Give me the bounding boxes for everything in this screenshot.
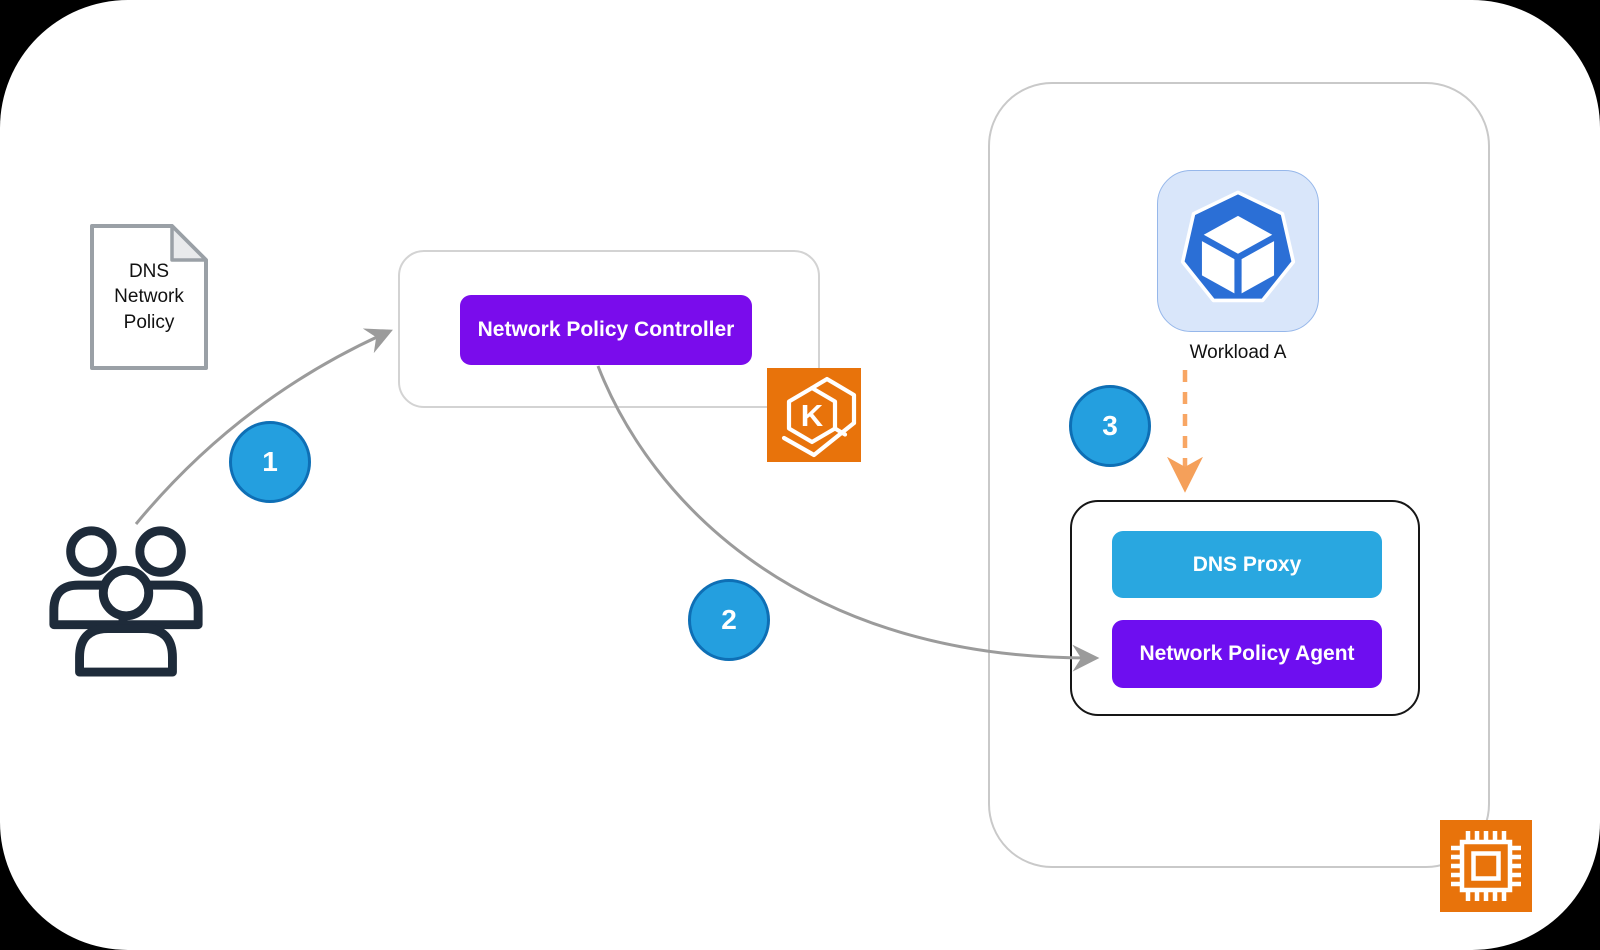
step-badge-1: 1 xyxy=(229,421,311,503)
network-policy-agent-box: Network Policy Agent xyxy=(1112,620,1382,688)
dns-proxy-box: DNS Proxy xyxy=(1112,531,1382,598)
document-label: DNS Network Policy xyxy=(114,260,184,333)
step-3-number: 3 xyxy=(1102,410,1118,441)
users-icon xyxy=(49,526,203,677)
chip-glyph xyxy=(1451,831,1521,901)
network-policy-controller-box: Network Policy Controller xyxy=(460,295,752,365)
step-2-number: 2 xyxy=(721,604,737,635)
workload-label: Workload A xyxy=(1189,342,1287,363)
dns-proxy-label: DNS Proxy xyxy=(1192,552,1302,576)
cpu-chip-icon xyxy=(1440,820,1532,912)
eks-letter: K xyxy=(801,398,824,433)
cube-heptagon-icon xyxy=(1180,190,1296,303)
step-badge-2: 2 xyxy=(688,579,770,661)
agent-label: Network Policy Agent xyxy=(1139,642,1355,665)
workload-cube-icon xyxy=(1157,170,1319,332)
step-badge-3: 3 xyxy=(1069,385,1151,467)
eks-hexagon-k-icon: K xyxy=(767,368,861,462)
step-1-number: 1 xyxy=(262,446,278,477)
eks-glyph: K xyxy=(781,376,857,458)
controller-label: Network Policy Controller xyxy=(477,318,735,342)
document-icon: DNS Network Policy xyxy=(88,222,210,372)
